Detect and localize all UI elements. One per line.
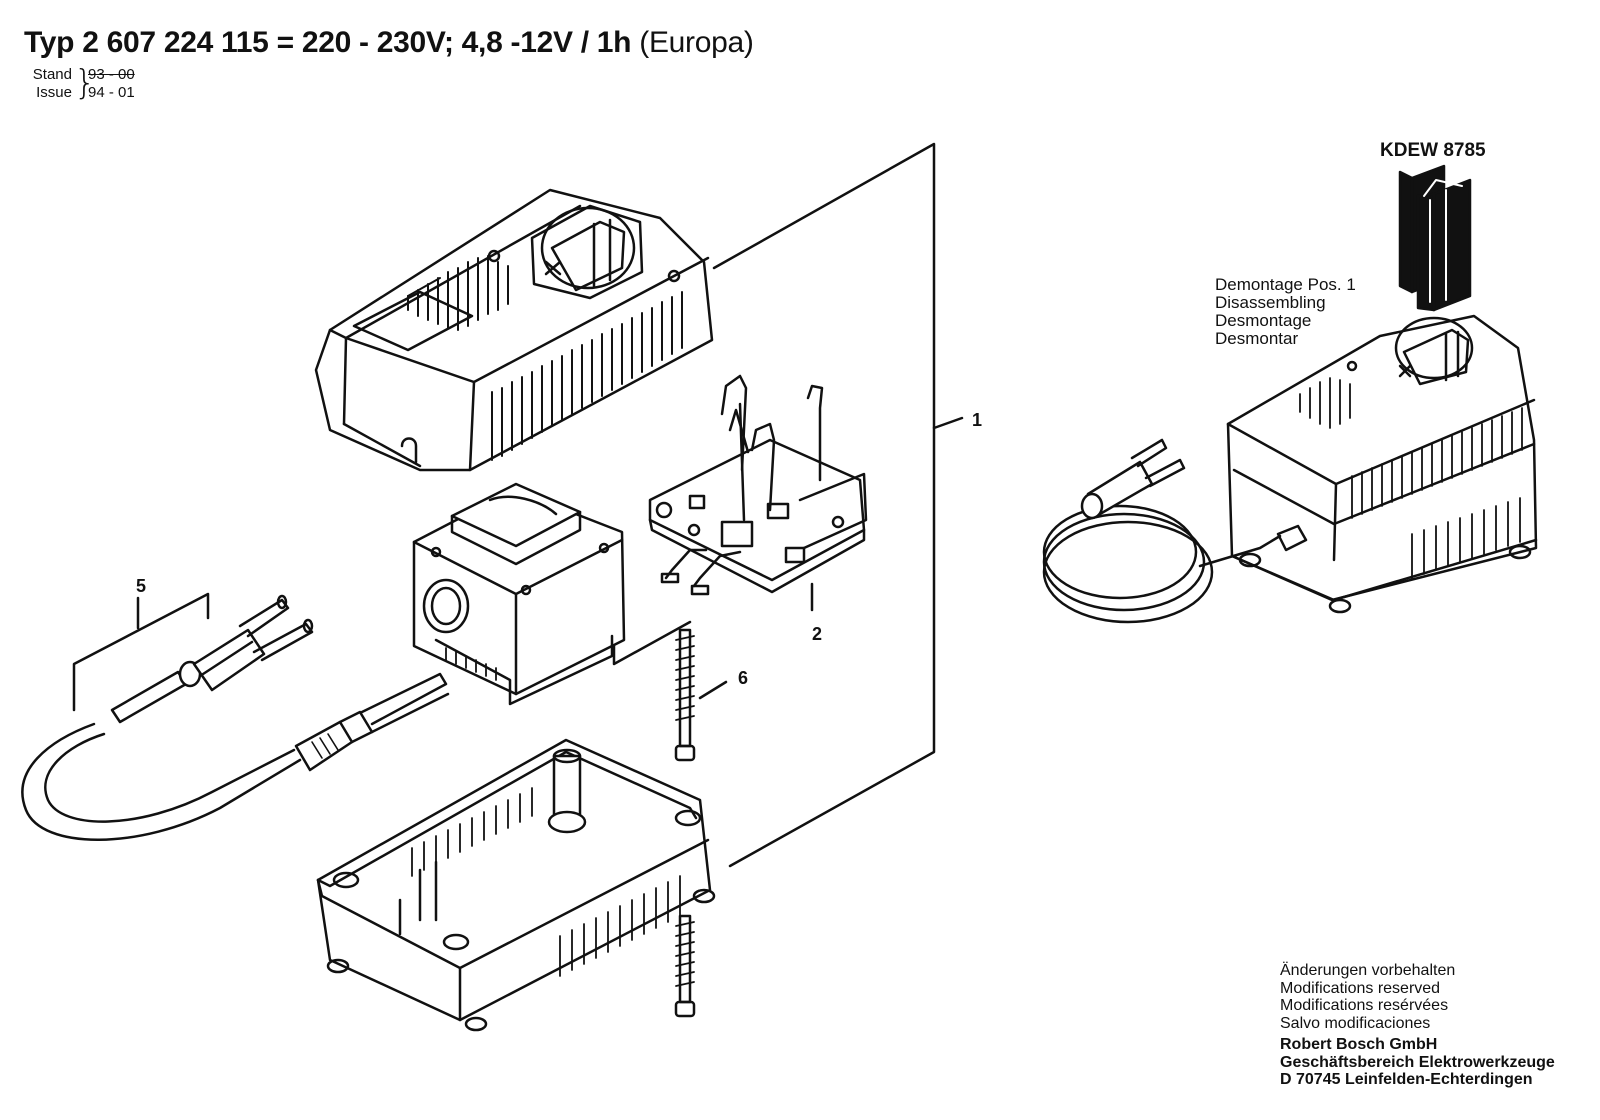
stand-label: Stand xyxy=(32,66,72,83)
company-block: Robert Bosch GmbH Geschäftsbereich Elekt… xyxy=(1280,1036,1555,1089)
callout-1: 1 xyxy=(972,410,983,430)
bottom-housing xyxy=(318,740,714,1030)
company-division: Geschäftsbereich Elektrowerkzeuge xyxy=(1280,1053,1555,1071)
issue-label: Issue xyxy=(36,84,72,101)
brace-icon: } xyxy=(74,63,96,103)
top-housing-cover xyxy=(316,190,712,470)
transformer xyxy=(414,484,690,704)
notice-es: Salvo modificaciones xyxy=(1280,1014,1431,1032)
callout-2: 2 xyxy=(812,624,823,644)
type-designation: Typ 2 607 224 115 = 220 - 230V; 4,8 -12V… xyxy=(24,26,632,59)
modifications-notice: Änderungen vorbehalten Modifications res… xyxy=(1280,962,1455,1032)
power-cord xyxy=(22,594,448,840)
callout-5: 5 xyxy=(136,576,147,596)
notice-de: Änderungen vorbehalten xyxy=(1280,962,1456,979)
tool-code: KDEW 8785 xyxy=(1380,140,1486,161)
assembled-charger xyxy=(1044,316,1536,622)
company-address: D 70745 Leinfelden-Echterdingen xyxy=(1280,1071,1533,1088)
circuit-board xyxy=(650,376,866,610)
bracket-part-1 xyxy=(714,144,962,866)
company-name: Robert Bosch GmbH xyxy=(1280,1036,1438,1053)
stand-value: 93 - 00 xyxy=(88,66,135,83)
page-title: Typ 2 607 224 115 = 220 - 230V; 4,8 -12V… xyxy=(24,26,754,60)
disassembly-en: Disassembling xyxy=(1215,293,1326,312)
region-label: (Europa) xyxy=(639,26,754,59)
callout-6: 6 xyxy=(738,668,749,688)
disassembly-es: Desmontar xyxy=(1215,329,1299,348)
notice-en: Modifications reserved xyxy=(1280,979,1441,997)
disassembly-note: Demontage Pos. 1 Disassembling Desmontag… xyxy=(1215,276,1356,348)
disassembly-fr: Desmontage xyxy=(1215,311,1312,330)
notice-fr: Modifications resérvées xyxy=(1280,997,1449,1014)
issue-value: 94 - 01 xyxy=(88,84,135,101)
screw-lower xyxy=(676,916,694,1016)
disassembly-de: Demontage Pos. 1 xyxy=(1215,275,1356,294)
disassembly-tool xyxy=(1400,166,1470,310)
screw-upper xyxy=(676,630,726,760)
